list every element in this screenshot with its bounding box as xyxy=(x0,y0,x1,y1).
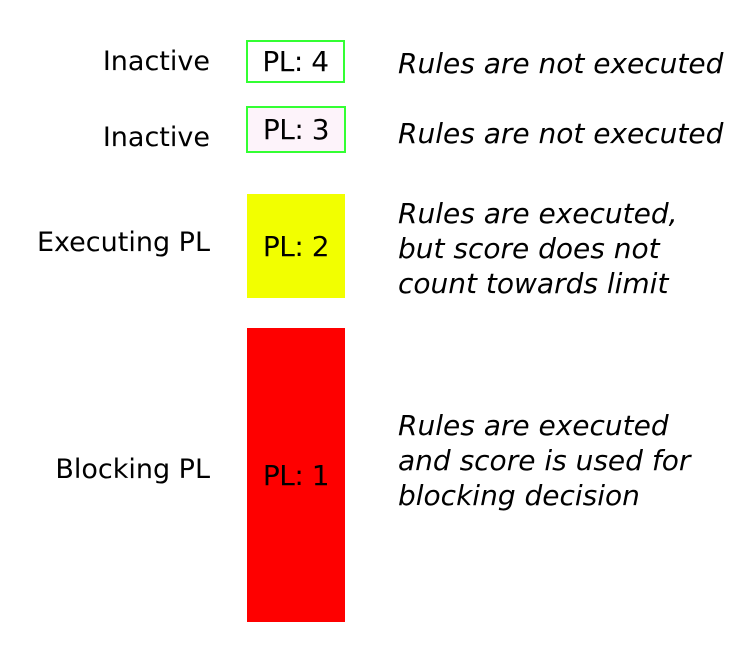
pl1-box-text: PL: 1 xyxy=(262,458,330,492)
pl2-row-label: Executing PL xyxy=(36,227,210,258)
pl4-box-text: PL: 4 xyxy=(262,45,329,78)
pl3-box-text: PL: 3 xyxy=(262,113,330,146)
pl1-row-label: Blocking PL xyxy=(55,454,210,485)
pl3-description: Rules are not executed xyxy=(398,117,724,150)
pl2-box: PL: 2 xyxy=(247,194,345,298)
pl3-box: PL: 3 xyxy=(246,106,346,153)
pl4-description: Rules are not executed xyxy=(398,47,724,80)
pl2-box-text: PL: 2 xyxy=(262,229,330,263)
pl1-box: PL: 1 xyxy=(247,328,345,622)
pl2-description: Rules are executed, but score does not c… xyxy=(398,197,678,300)
pl4-row-label: Inactive xyxy=(102,46,210,77)
pl1-description: Rules are executed and score is used for… xyxy=(398,409,691,512)
pl3-row-label: Inactive xyxy=(102,122,210,153)
pl4-box: PL: 4 xyxy=(246,40,345,83)
